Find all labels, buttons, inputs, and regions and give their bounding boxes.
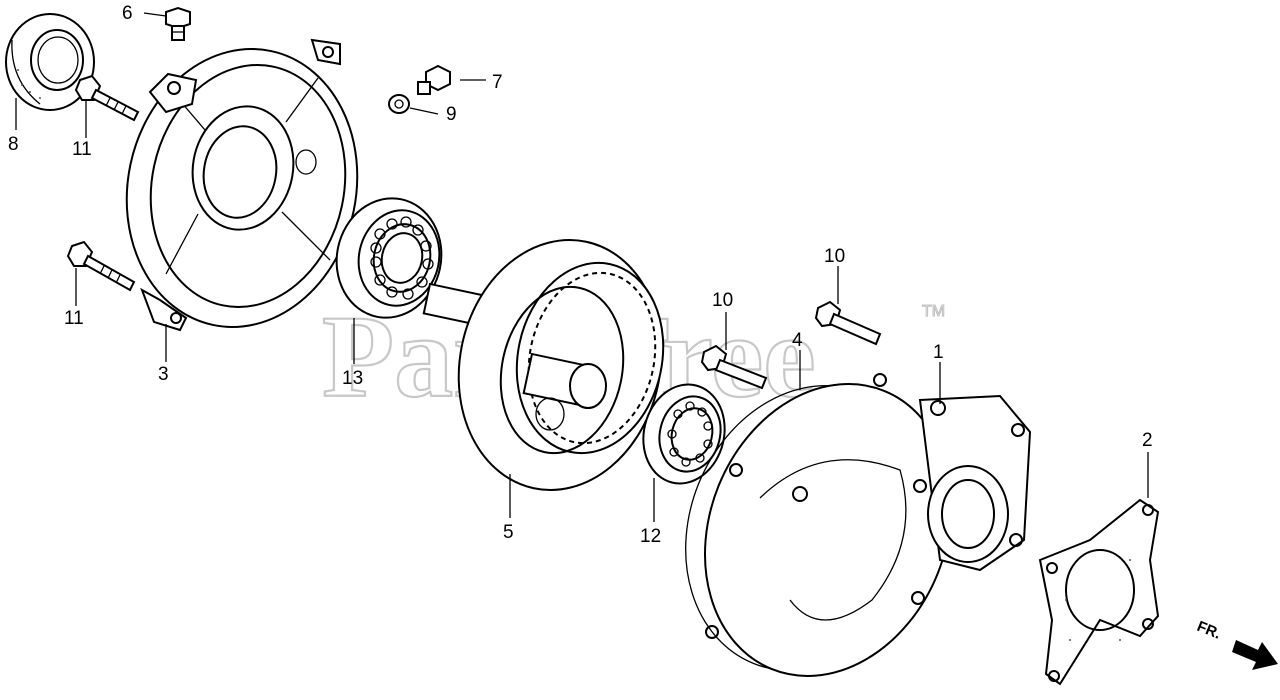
leader-lines	[15, 12, 1149, 522]
part-flange-gasket	[1038, 498, 1160, 686]
part-small-bolt	[417, 64, 451, 95]
part-gear-case	[704, 373, 1032, 677]
callout-4: 4	[792, 330, 803, 351]
front-direction-label: FR.	[1195, 618, 1224, 643]
part-gear-case-cover	[125, 38, 359, 332]
callout-3: 3	[158, 364, 169, 385]
callout-12: 12	[640, 526, 661, 547]
callout-2: 2	[1142, 430, 1153, 451]
callout-11-upper: 11	[72, 139, 92, 160]
callout-7: 7	[492, 72, 503, 93]
part-ring-gear	[422, 239, 665, 491]
part-flange-bolt-lower	[66, 240, 136, 292]
callout-labels: 1 2 3 4 5 6 7 8 9 10 10 11 11 12 13	[8, 3, 1153, 547]
callout-6: 6	[122, 3, 133, 24]
part-bearing-small	[642, 383, 726, 485]
part-washer	[388, 94, 410, 114]
callout-10-lower: 10	[712, 290, 733, 311]
part-oil-seal	[5, 13, 95, 111]
watermark-tm: TM	[922, 303, 945, 320]
callout-11-lower: 11	[64, 308, 84, 329]
callout-5: 5	[503, 522, 514, 543]
part-flange-bolt-upper	[74, 74, 140, 122]
callout-1: 1	[933, 342, 944, 363]
front-arrow-icon	[1232, 640, 1278, 670]
part-bolt-upper	[814, 300, 882, 346]
callout-10-upper: 10	[824, 246, 845, 267]
part-bolt-lower	[700, 344, 768, 390]
callout-13: 13	[342, 368, 363, 389]
part-plug-bolt	[165, 6, 191, 41]
part-bearing-large	[335, 197, 443, 319]
callout-9: 9	[446, 104, 457, 125]
callout-8: 8	[8, 134, 19, 155]
front-direction-indicator: FR.	[1195, 618, 1278, 670]
